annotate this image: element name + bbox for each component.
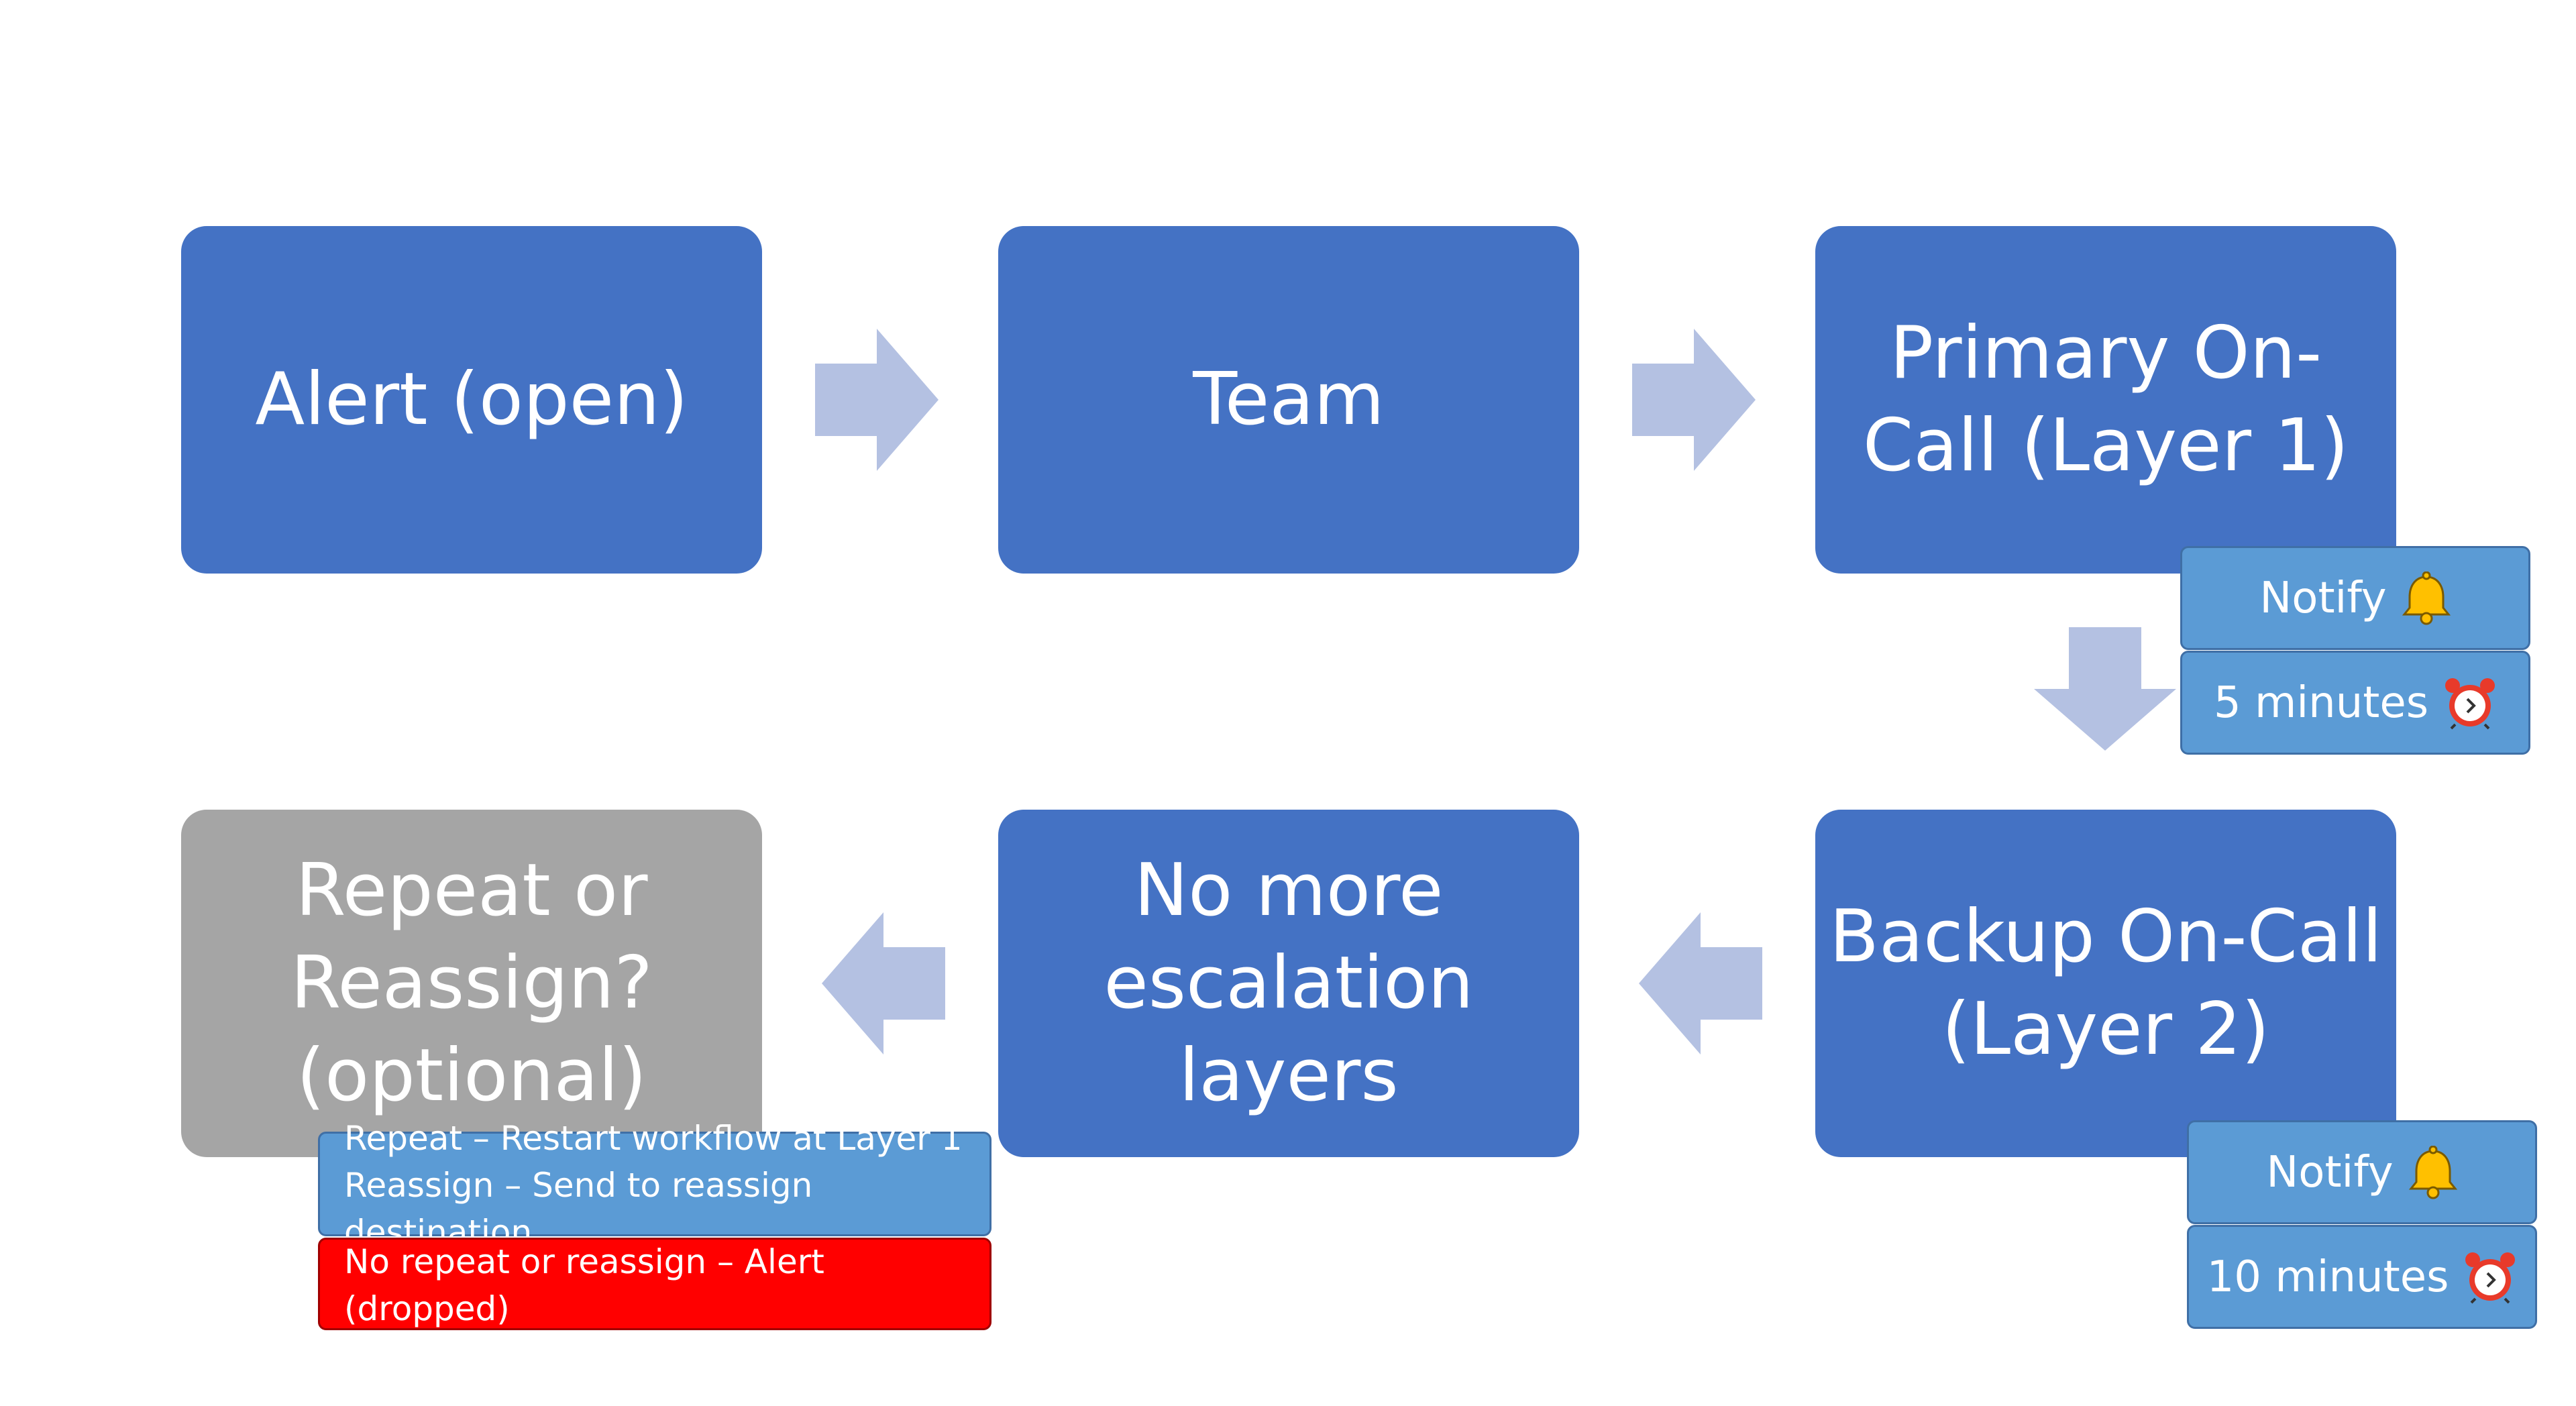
arrow-right-1 xyxy=(815,329,938,471)
dropped-note-line: No repeat or reassign – Alert (dropped) xyxy=(344,1242,824,1328)
layer2-notify-label: Notify xyxy=(2266,1147,2394,1197)
node-alert-open: Alert (open) xyxy=(181,226,762,574)
layer2-delay-label: 10 minutes xyxy=(2206,1252,2449,1302)
node-repeat-reassign: Repeat or Reassign? (optional) xyxy=(181,810,762,1157)
layer1-delay-tag: 5 minutes xyxy=(2180,651,2530,755)
layer1-delay-label: 5 minutes xyxy=(2213,678,2429,728)
arrow-down xyxy=(2034,627,2176,751)
node-primary-oncall: Primary On- Call (Layer 1) xyxy=(1815,226,2396,574)
repeat-reassign-note: Repeat – Restart workflow at Layer 1 Rea… xyxy=(318,1119,991,1252)
node-no-more-layers: No more escalation layers xyxy=(998,810,1579,1157)
node-team: Team xyxy=(998,226,1579,574)
layer1-notify-label: Notify xyxy=(2259,573,2387,623)
layer1-notify-tag: Notify xyxy=(2180,546,2530,650)
layer2-notify-tag: Notify xyxy=(2187,1120,2537,1224)
arrow-right-2 xyxy=(1632,329,1756,471)
bell-icon xyxy=(2408,1145,2457,1199)
node-backup-oncall: Backup On-Call (Layer 2) xyxy=(1815,810,2396,1157)
bell-icon xyxy=(2402,571,2451,625)
alarm-clock-icon xyxy=(2445,678,2496,729)
layer2-delay-tag: 10 minutes xyxy=(2187,1225,2537,1329)
alarm-clock-icon xyxy=(2465,1252,2516,1303)
arrow-left-1 xyxy=(1639,912,1762,1054)
dropped-note: No repeat or reassign – Alert (dropped) xyxy=(318,1238,991,1330)
repeat-note-line: Repeat – Restart workflow at Layer 1 xyxy=(344,1119,963,1158)
arrow-left-2 xyxy=(822,912,945,1054)
